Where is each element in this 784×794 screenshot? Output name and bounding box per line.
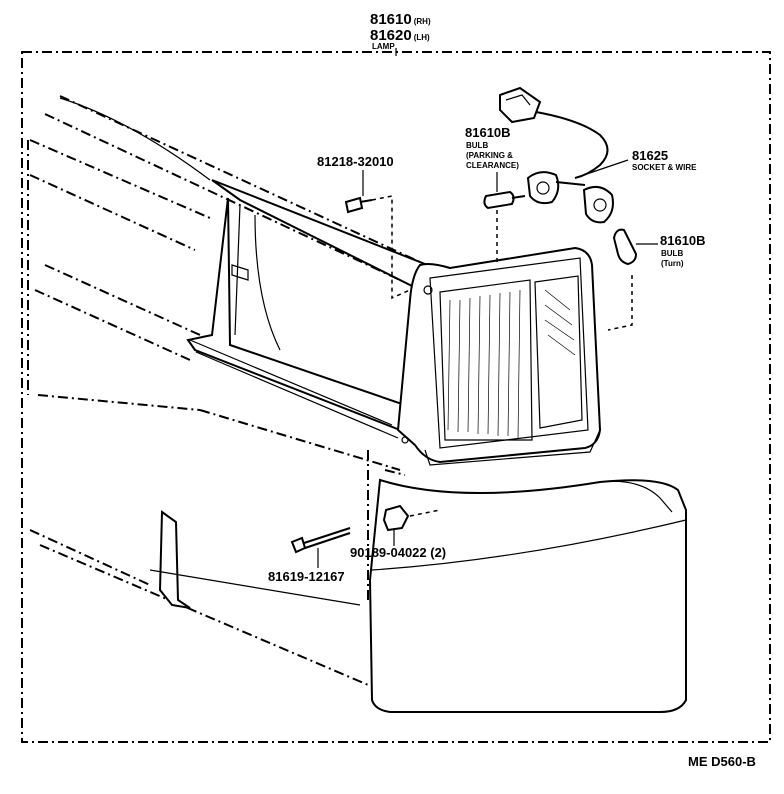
label-bulb-parking-line2: (PARKING & bbox=[466, 151, 513, 160]
bulb-turn-part bbox=[607, 228, 658, 331]
vehicle-body-lines bbox=[27, 95, 421, 691]
title-part-lh: 81620(LH) bbox=[370, 27, 430, 44]
screw-part bbox=[344, 170, 411, 300]
label-nut: 90189-04022 (2) bbox=[350, 545, 446, 560]
label-socket-number: 81625 bbox=[632, 148, 668, 163]
label-bolt: 81619-12167 bbox=[268, 569, 345, 584]
nut-part bbox=[382, 504, 441, 546]
assembly-frame bbox=[21, 51, 771, 743]
label-bulb-parking-line3: CLEARANCE) bbox=[466, 161, 519, 170]
label-socket-name: SOCKET & WIRE bbox=[632, 163, 697, 172]
lens-hatching bbox=[447, 289, 576, 439]
lamp-lens bbox=[396, 246, 602, 466]
label-bulb-parking-number: 81610B bbox=[465, 125, 511, 140]
label-bulb-parking-line1: BULB bbox=[466, 141, 488, 150]
label-bulb-turn-line2: (Turn) bbox=[661, 259, 684, 268]
lamp-housing bbox=[186, 179, 432, 439]
diagram-code: ME D560-B bbox=[688, 754, 756, 769]
title-name: LAMP bbox=[372, 42, 395, 51]
bumper bbox=[149, 450, 687, 713]
socket-wire-part bbox=[499, 86, 629, 224]
title-part-rh: 81610(RH) bbox=[370, 11, 431, 28]
bolt-part bbox=[290, 527, 351, 568]
bulb-parking-part bbox=[483, 172, 526, 265]
label-bulb-turn-line1: BULB bbox=[661, 249, 683, 258]
label-screw: 81218-32010 bbox=[317, 154, 394, 169]
label-bulb-turn-number: 81610B bbox=[660, 233, 706, 248]
